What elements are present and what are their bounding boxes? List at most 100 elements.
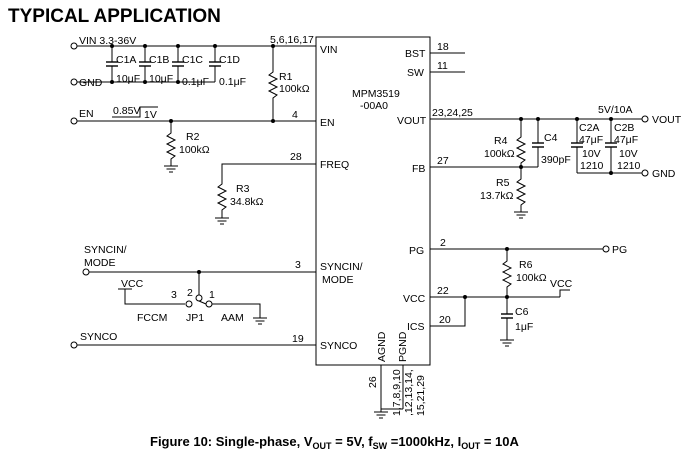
r5-value: 13.7kΩ — [480, 190, 514, 202]
pin-ics-label: ICS — [407, 321, 425, 333]
jumper-fccm-label: FCCM — [137, 312, 167, 324]
gnd-right-label: GND — [652, 168, 676, 180]
vin-net-label: VIN 3.3-36V — [79, 35, 136, 47]
r1-resistor — [268, 44, 278, 123]
c2b-value: 47μF — [614, 134, 638, 146]
pin-freq-label: FREQ — [320, 159, 349, 171]
jumper-pin-3 — [185, 300, 193, 308]
c2a-voltage: 10V — [582, 148, 601, 160]
r4-resistor — [516, 117, 526, 168]
c2b-package: 1210 — [617, 160, 641, 172]
c1a-capacitor — [105, 44, 119, 84]
pin-vout-label: VOUT — [397, 115, 427, 127]
jumper-pin2-number: 2 — [187, 287, 193, 299]
c1b-name: C1B — [149, 54, 169, 66]
pin-fb-number: 27 — [437, 155, 449, 167]
r3-name: R3 — [236, 183, 250, 195]
r6-value: 100kΩ — [516, 272, 547, 284]
pgnd-pins-line3: 15,21,29 — [415, 375, 427, 416]
pin-sw-number: 11 — [437, 60, 448, 72]
pin-pg-label: PG — [409, 245, 424, 257]
syncin-net-label-2: MODE — [84, 257, 116, 269]
r5-name: R5 — [496, 177, 510, 189]
pin-ics-number: 20 — [439, 314, 451, 326]
c1a-value: 10μF — [116, 73, 140, 85]
vcc-right-label: VCC — [550, 278, 573, 290]
jumper-pin1-number: 1 — [209, 289, 215, 301]
pin-vin-label: VIN — [320, 44, 338, 56]
r1-name: R1 — [279, 71, 293, 83]
pin-sw-label: SW — [407, 67, 424, 79]
synco-terminal — [70, 341, 78, 349]
pin-agnd-label: AGND — [376, 331, 388, 362]
c1a-name: C1A — [116, 54, 136, 66]
en-terminal — [70, 117, 78, 125]
c6-value: 1μF — [515, 321, 533, 333]
figure-caption: Figure 10: Single-phase, VOUT = 5V, fSW … — [150, 434, 519, 451]
pin-vout-number: 23,24,25 — [432, 107, 473, 119]
c2a-capacitor — [570, 117, 584, 173]
r6-resistor — [502, 247, 512, 297]
synco-net-label: SYNCO — [80, 331, 117, 343]
c1c-capacitor — [171, 44, 185, 84]
jumper-aam-label: AAM — [221, 312, 244, 324]
c4-name: C4 — [544, 132, 558, 144]
c1d-name: C1D — [219, 54, 240, 66]
r2-resistor — [163, 119, 179, 173]
en-pulse-low: 0.85V — [113, 105, 140, 117]
pin-pgnd-label: PGND — [397, 331, 409, 362]
en-pulse-waveform — [112, 106, 158, 118]
pin-agnd-number: 26 — [367, 376, 379, 388]
c2b-voltage: 10V — [619, 148, 638, 160]
pin-vin-number: 5,6,16,17 — [270, 34, 314, 46]
c2b-capacitor — [604, 117, 618, 173]
pin-vcc-number: 22 — [437, 285, 449, 297]
vin-terminal — [70, 42, 78, 50]
jumper-pin-2 — [195, 294, 203, 302]
pin-fb-label: FB — [412, 163, 425, 175]
c1c-value: 0.1μF — [182, 76, 209, 88]
c1d-capacitor — [208, 44, 222, 82]
c4-value: 390pF — [541, 154, 571, 166]
gnd-left-label: GND — [79, 77, 103, 89]
pin-bst-label: BST — [405, 48, 426, 60]
c6-name: C6 — [515, 306, 529, 318]
en-net-label: EN — [79, 108, 94, 120]
r2-value: 100kΩ — [179, 144, 210, 156]
ic-body — [315, 36, 431, 366]
syncin-terminal — [82, 268, 90, 276]
vout-terminal — [641, 115, 649, 123]
pin-syncin-number: 3 — [295, 259, 301, 271]
pin-bst-number: 18 — [437, 41, 449, 53]
jumper-name: JP1 — [186, 312, 204, 324]
en-pulse-high: 1V — [144, 109, 157, 121]
r5-resistor — [513, 167, 529, 219]
r4-value: 100kΩ — [484, 148, 515, 160]
jumper-vcc-label: VCC — [121, 278, 144, 290]
c6-capacitor — [499, 297, 515, 347]
vout-net-label: VOUT — [652, 114, 682, 126]
c1b-value: 10μF — [149, 73, 173, 85]
c2a-package: 1210 — [580, 160, 604, 172]
pin-pg-number: 2 — [440, 237, 446, 249]
pgnd-pins-line2: ,12,13,14, — [403, 369, 415, 416]
pin-en-label: EN — [320, 117, 335, 129]
r3-resistor — [214, 179, 230, 225]
pin-freq-number: 28 — [290, 151, 302, 163]
r2-name: R2 — [186, 131, 200, 143]
c1c-name: C1C — [182, 54, 203, 66]
pin-mode-label: MODE — [322, 274, 354, 286]
pgnd-pins-line1: 1,7,8,9,10 — [391, 369, 403, 416]
jumper-pin3-number: 3 — [171, 289, 177, 301]
r6-name: R6 — [519, 259, 533, 271]
pin-synco-label: SYNCO — [320, 340, 357, 352]
page-title: TYPICAL APPLICATION — [8, 6, 221, 27]
ic-part-number: MPM3519 — [352, 88, 400, 100]
pin-vcc-label: VCC — [403, 293, 426, 305]
r4-name: R4 — [494, 135, 508, 147]
c2a-name: C2A — [579, 122, 599, 134]
c4-capacitor — [531, 117, 545, 167]
ic-part-suffix: -00A0 — [360, 100, 388, 112]
c2b-name: C2B — [614, 122, 634, 134]
